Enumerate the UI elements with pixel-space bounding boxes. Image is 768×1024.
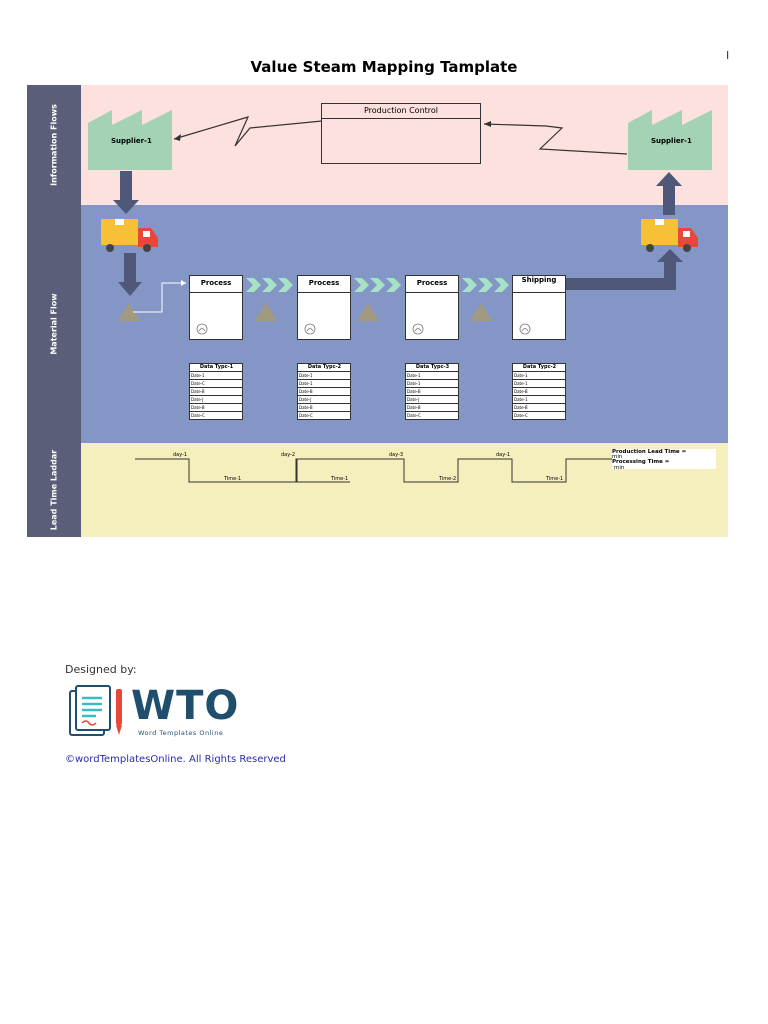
designed-by-label: Designed by: [65,663,137,676]
chevron-group-3 [462,278,509,292]
push-arrow [133,282,186,313]
ladder-day-label: day-1 [173,452,188,458]
inventory-triangle-icon [255,303,277,321]
operator-icon [196,323,208,335]
right-truck-icon [641,219,698,252]
data-table-row: Date-1 [298,380,350,388]
info-line-left [173,116,323,147]
process-box-3: Process [405,275,459,340]
operator-icon [412,323,424,335]
data-table-row: Date-B [513,388,565,396]
production-lead-time-unit: min [612,454,623,460]
ladder-day-label: day-1 [496,452,511,458]
operator-icon [519,323,531,335]
data-table-row: Date-C [191,413,205,418]
data-table-row: Date-C [190,380,242,388]
data-table-header: Data Typc-1 [190,364,242,372]
data-table-row: Date-1 [513,396,565,404]
corner-mark: I [726,49,730,62]
information-flow-sidebar: Information Flows [27,85,81,205]
supplier-down-arrow-icon [113,200,139,214]
operator-icon [304,323,316,335]
data-table-row: Date-B [513,404,565,412]
page-title: Value Steam Mapping Tamplate [250,58,518,76]
right-supplier-factory-icon [628,110,712,170]
data-table-row: Date-B [406,388,458,396]
data-table-2: Data Typc-2 Date-1 Date-1 Date-B Date-J … [297,363,351,420]
process-box-2: Process [297,275,351,340]
material-flow-band [81,205,728,443]
copyright-notice: ©wordTemplatesOnline. All Rights Reserve… [65,754,286,765]
chevron-group-2 [354,278,401,292]
ladder-time-label: Time-1 [224,476,242,482]
ladder-time-label: Time-2 [439,476,457,482]
data-table-row: Date-1 [513,372,565,380]
process-title: Process [190,276,242,293]
ladder-time-label: Time-1 [546,476,564,482]
data-table-row: Date-1 [190,372,242,380]
ladder-day-label: day-3 [389,452,404,458]
data-table-row: Date-C [299,413,313,418]
data-table-row: Date-B [190,404,242,412]
inventory-triangle-icon [357,303,379,321]
production-lead-time-label: Production Lead Time = [612,449,687,455]
ladder-time-label: Time-1 [331,476,349,482]
data-table-row: Date-J [406,396,458,404]
data-table-1: Data Typc-1 Date-1 Date-C Date-B Date-J … [189,363,243,420]
lead-time-ladder [135,458,350,483]
data-table-row: Date-B [298,404,350,412]
data-table-3: Data Typc-3 Date-1 Date-1 Date-B Date-J … [405,363,459,420]
shipping-arrow [566,249,683,290]
data-table-header: Data Typc-2 [513,364,565,372]
data-table-row: Date-J [298,396,350,404]
lead-time-sidebar: Lead Time Laddar [27,443,81,537]
left-supplier-factory-icon [88,110,172,170]
right-supplier-label: Supplier-1 [651,137,692,145]
inventory-triangle-icon [470,303,492,321]
data-table-row: Date-1 [406,380,458,388]
ladder-day-label: day-2 [281,452,296,458]
lead-time-summary: Production Lead Time = min Processing Ti… [612,449,716,471]
process-title: Process [298,276,350,293]
shipping-box: Shipping [512,275,566,340]
left-truck-icon [101,219,158,252]
supplier-up-arrow-icon [656,172,682,186]
material-flow-sidebar: Material Flow [27,205,81,443]
chevron-group-1 [246,278,293,292]
wto-logo-text: WTO [131,683,240,729]
data-table-row: Date-1 [513,380,565,388]
process-title: Process [406,276,458,293]
data-table-row: Date-C [514,413,528,418]
data-table-row: Date-1 [406,372,458,380]
data-table-row: Date-B [298,388,350,396]
data-table-row: Date-C [407,413,421,418]
production-control-box: Production Control [321,103,481,164]
info-line-right [483,123,628,155]
processing-time-unit: min [614,465,625,471]
process-box-1: Process [189,275,243,340]
truck-down-arrow-icon [118,282,142,296]
processing-time-label: Processing Time = [612,459,670,465]
data-table-header: Data Typc-2 [298,364,350,372]
data-table-row: Date-1 [298,372,350,380]
data-table-4: Data Typc-2 Date-1 Date-1 Date-B Date-1 … [512,363,566,420]
wto-logo-subtitle: Word Templates Online [138,729,224,737]
data-table-row: Date-B [406,404,458,412]
data-table-header: Data Typc-3 [406,364,458,372]
inventory-triangle-icon [118,303,140,321]
data-table-row: Date-J [190,396,242,404]
left-supplier-label: Supplier-1 [111,137,152,145]
shipping-title: Shipping [513,276,565,293]
production-control-label: Production Control [322,104,480,119]
data-table-row: Date-B [190,388,242,396]
wto-logo-icon [69,685,122,736]
